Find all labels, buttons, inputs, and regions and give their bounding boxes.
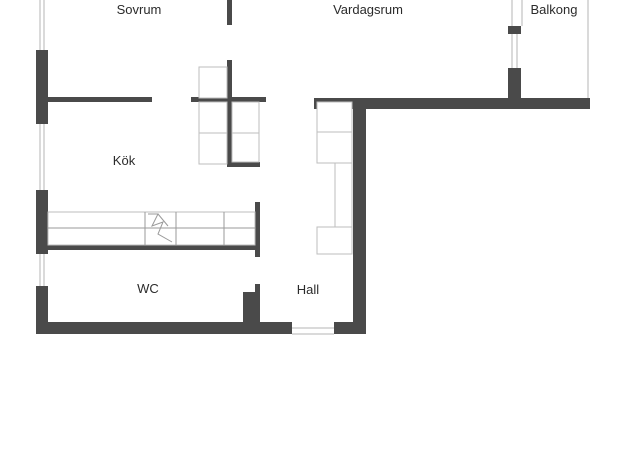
balcony-wall-upper [508,26,521,34]
walls [36,0,590,334]
label-balcony: Balkong [531,2,578,17]
hall-right-wall [353,98,366,334]
label-toilet: WC [137,281,159,296]
stove-symbol-b [157,213,169,227]
closet-upper-left [198,66,228,99]
closet-wall-vertical [227,60,232,167]
windows [39,0,589,335]
hall-bench [316,226,353,255]
closet-lower-right-b [231,132,260,163]
wc-hall-wall-lower [243,292,260,324]
label-living-room: Vardagsrum [333,2,403,17]
label-bedroom: Sovrum [117,2,162,17]
hall-wardrobe-b [316,131,353,164]
label-hall: Hall [297,282,320,297]
closet-lower-left-a [198,101,228,134]
kitchen-top-wall-left [48,97,152,102]
kitchen-wc-wall [48,245,260,250]
closet-wall-foot [227,162,260,167]
bottom-wall-left [36,322,292,334]
bedroom-living-wall [227,0,232,25]
room-labels: Sovrum Vardagsrum Balkong Kök WC Hall [113,2,578,297]
label-kitchen: Kök [113,153,136,168]
wc-hall-wall-stub [255,202,260,257]
left-wall-upper [36,50,48,124]
balcony-wall-lower [508,68,521,108]
hall-wardrobe-a [316,101,353,133]
stove-symbol [148,213,173,243]
fixtures [47,66,353,255]
left-wall-middle [36,190,48,254]
wc-hall-wall-post [255,284,260,296]
closet-lower-left-b [198,132,228,165]
living-bottom-wall [314,98,590,109]
closet-lower-right-a [231,101,260,134]
hall-shelf [334,162,353,228]
